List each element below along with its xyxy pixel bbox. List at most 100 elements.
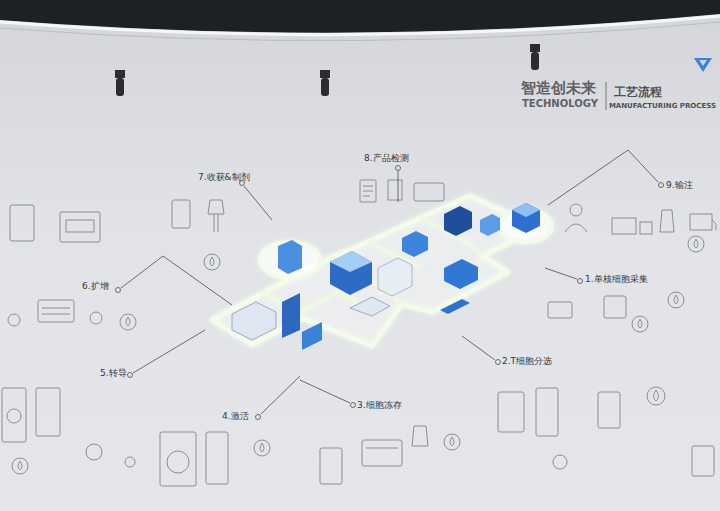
equipment-block	[402, 231, 428, 257]
icon	[362, 440, 402, 466]
step-label: 5.转导	[100, 368, 127, 378]
camera-body	[321, 78, 329, 96]
leader-lines	[116, 150, 664, 420]
camera-mount	[320, 70, 330, 78]
equipment-block	[512, 203, 540, 233]
icon	[126, 317, 130, 326]
floor-area	[212, 196, 540, 346]
icon	[570, 204, 582, 216]
icon	[10, 205, 34, 241]
icon	[160, 432, 196, 486]
icon	[320, 448, 342, 484]
icon	[647, 387, 665, 405]
icon	[206, 432, 228, 484]
icon	[42, 308, 70, 314]
icon	[604, 296, 626, 318]
icon	[450, 437, 454, 446]
section-title: 工艺流程	[614, 86, 662, 100]
icon	[18, 461, 22, 470]
icon	[638, 319, 642, 328]
wall-icons	[2, 180, 716, 486]
equipment-block	[232, 302, 276, 340]
logo-mark	[694, 58, 712, 72]
icon	[536, 388, 558, 436]
icon	[548, 302, 572, 318]
brand-subtitle: TECHNOLOGY	[522, 98, 598, 110]
icon	[553, 455, 567, 469]
leader-dot	[116, 288, 121, 293]
icon	[86, 444, 102, 460]
icon	[12, 458, 28, 474]
icon	[210, 257, 214, 266]
light-strip	[0, 16, 720, 35]
leader-line	[462, 336, 495, 360]
icon	[694, 239, 698, 248]
leader-line	[261, 376, 300, 414]
icon	[38, 300, 74, 322]
icon	[36, 388, 60, 436]
equipment-block	[440, 299, 470, 314]
step-label: 2.T细胞分选	[502, 356, 552, 366]
icon	[204, 254, 220, 270]
icon	[674, 295, 678, 304]
leader-dot	[578, 279, 583, 284]
leader-line	[121, 256, 232, 305]
equipment-block	[378, 258, 412, 296]
step-label: 3.细胞冻存	[357, 400, 402, 410]
icon	[444, 434, 460, 450]
step-label: 8.产品检测	[364, 153, 409, 163]
equipment-block	[302, 322, 322, 350]
leader-line	[244, 186, 272, 220]
step-label: 7.收获&制剂	[198, 172, 250, 182]
icon	[612, 218, 636, 234]
icon	[598, 392, 620, 428]
section-subtitle: MANUFACTURING PROCESS	[609, 102, 716, 110]
floor-plan	[212, 196, 552, 350]
camera-mount	[115, 70, 125, 78]
icon	[632, 316, 648, 332]
equipment-block	[512, 203, 540, 217]
icon	[498, 392, 524, 432]
icon	[388, 180, 402, 200]
icon	[414, 183, 444, 201]
icon	[565, 224, 587, 232]
leader-line	[300, 380, 350, 403]
icon	[688, 236, 704, 252]
equipment-block	[350, 297, 390, 316]
leader-line	[133, 330, 205, 373]
leader-line	[548, 150, 658, 205]
icon	[260, 443, 264, 452]
brand-slogan: 智造创未来	[521, 80, 596, 97]
step-label: 4.激活	[222, 411, 249, 421]
camera-mount	[530, 44, 540, 52]
glow-path	[212, 196, 540, 346]
equipment-block	[444, 259, 478, 289]
icon	[660, 210, 674, 232]
icon	[60, 212, 100, 242]
icon	[690, 214, 716, 230]
icon	[8, 314, 20, 326]
camera	[115, 44, 540, 96]
step-label: 6.扩增	[82, 281, 109, 291]
icon	[125, 457, 135, 467]
leader-dot	[496, 360, 501, 365]
equipment-block	[444, 206, 472, 236]
icon	[654, 390, 659, 401]
light-strip	[0, 22, 720, 41]
icon	[66, 220, 94, 232]
icon	[172, 200, 190, 228]
icon	[692, 446, 714, 476]
icon	[90, 312, 102, 324]
icon	[7, 409, 21, 423]
equipment-block	[282, 293, 300, 338]
leader-dot	[396, 166, 401, 171]
icon	[412, 426, 428, 446]
icon	[640, 222, 652, 234]
header-divider	[606, 82, 607, 110]
logo-mark	[699, 60, 707, 66]
camera-body	[531, 52, 539, 70]
equipment	[232, 203, 540, 350]
icon	[366, 448, 398, 449]
equipment-block	[330, 251, 372, 272]
equipment-block	[330, 251, 372, 295]
